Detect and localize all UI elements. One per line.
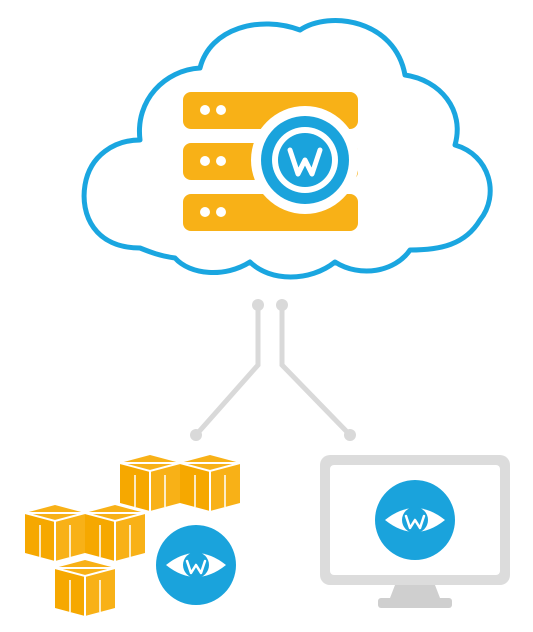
connector-lines (190, 299, 356, 441)
cloud-icon (81, 18, 493, 280)
eye-logo-badge-icon (154, 523, 238, 607)
eye-logo-badge-icon (373, 478, 457, 562)
w-logo-icon (251, 106, 359, 214)
